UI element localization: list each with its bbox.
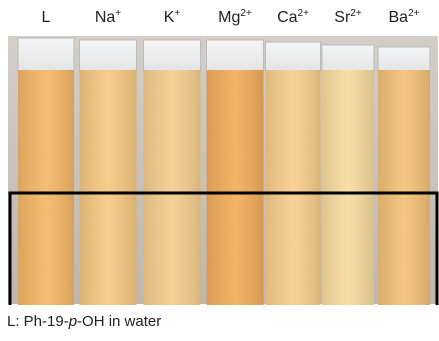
strips-layer — [17, 37, 431, 305]
strip-label-sr: Sr2+ — [323, 9, 373, 27]
strip-shade-sr — [322, 70, 374, 305]
strip-label-charge: 2+ — [240, 8, 252, 19]
figure-caption: L: Ph-19-p-OH in water — [7, 313, 161, 330]
strip-shade-na — [79, 70, 137, 305]
strip-cap-ba — [377, 46, 431, 73]
test-strip-photo — [8, 36, 439, 305]
strip-cap-sr — [321, 44, 375, 73]
strip-cap-mg — [206, 39, 264, 73]
strip-cap-k — [143, 39, 201, 73]
strip-label-base: Ba — [388, 9, 409, 26]
strip-shade-k — [143, 70, 201, 305]
highlight-box — [8, 191, 439, 305]
strip-label-base: K — [163, 9, 175, 26]
strip-shade-ca — [265, 70, 321, 305]
strip-label-charge: + — [174, 8, 181, 19]
strip-cap-ca — [265, 41, 321, 73]
strip-cap-na — [79, 39, 137, 73]
strip-cap-l — [17, 37, 75, 73]
caption-prefix: L: Ph-19- — [7, 313, 69, 330]
strip-label-l: L — [21, 9, 71, 27]
strip-label-ba: Ba2+ — [379, 9, 429, 27]
strip-label-charge: 2+ — [408, 8, 420, 19]
strip-shade-l — [18, 70, 74, 305]
strip-label-base: L — [41, 9, 51, 26]
caption-suffix: -OH in water — [77, 313, 162, 330]
strip-label-base: Na — [94, 9, 116, 26]
strip-label-ca: Ca2+ — [268, 9, 318, 27]
strip-shade-mg — [206, 70, 264, 305]
strip-label-mg: Mg2+ — [210, 9, 260, 27]
strip-label-charge: 2+ — [297, 8, 309, 19]
strip-label-base: Mg — [218, 9, 241, 26]
strip-label-na: Na+ — [83, 9, 133, 27]
strip-label-charge: + — [115, 8, 122, 19]
strip-label-k: K+ — [147, 9, 197, 27]
caption-italic: p — [68, 313, 78, 330]
strip-label-base: Ca — [277, 9, 298, 26]
strip-label-charge: 2+ — [350, 8, 362, 19]
strip-shade-ba — [378, 70, 430, 305]
strip-label-base: Sr — [334, 9, 351, 26]
